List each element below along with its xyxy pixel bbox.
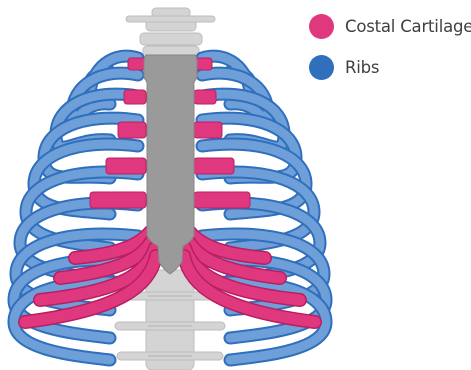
cervical-vertebra-3 [140, 33, 202, 45]
legend-label: Ribs [345, 58, 379, 77]
costal-cartilage-2-left [124, 90, 146, 104]
costal-cartilage-4-right [194, 158, 234, 174]
costal-cartilage-3-left [118, 122, 146, 138]
costal-cartilage-2-right [194, 90, 216, 104]
costal-cartilage-5-right [194, 192, 250, 208]
vertebra-process [126, 16, 215, 22]
legend-item-ribs: Ribs [309, 54, 471, 80]
legend-label: Costal Cartilage [345, 17, 471, 36]
cartilage-color-swatch [309, 14, 334, 39]
costal-cartilage-3-right [194, 122, 222, 138]
sternum [144, 55, 197, 274]
legend-item-costal-cartilage: Costal Cartilage [309, 13, 471, 39]
legend: Costal Cartilage Ribs [309, 13, 471, 95]
ribs-color-swatch [309, 55, 334, 80]
costal-cartilage-4-left [106, 158, 146, 174]
costal-cartilage-5-left [90, 192, 146, 208]
costal-cartilage-1-left [128, 58, 146, 70]
